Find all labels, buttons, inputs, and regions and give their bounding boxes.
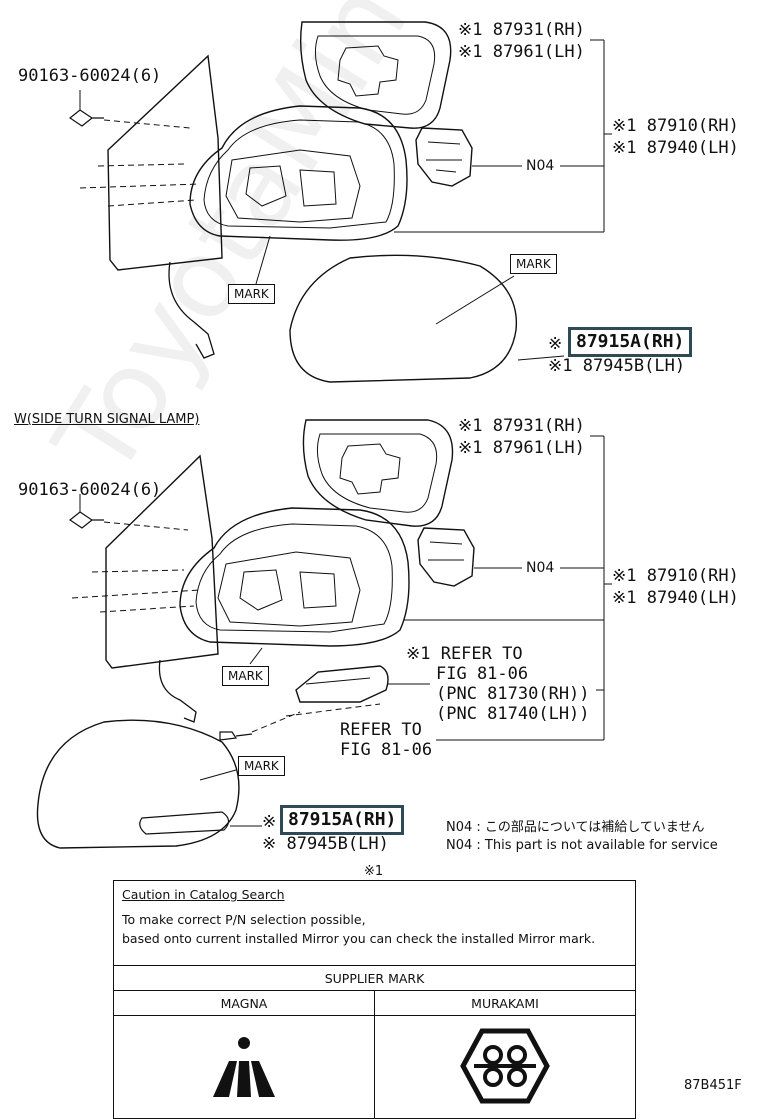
table-marker: ※1 bbox=[364, 864, 384, 879]
mirror-glass-top bbox=[299, 21, 452, 129]
harness-bottom bbox=[158, 659, 197, 723]
figure-code: 87B451F bbox=[684, 1078, 742, 1093]
n04-note-japanese: N04 : この部品については補給していません bbox=[446, 820, 705, 835]
supplier-col-murakami: MURAKAMI bbox=[374, 990, 636, 1016]
assy-rh-label-top: ※1 87910(RH) bbox=[612, 116, 739, 136]
cover-rh-highlight-top[interactable]: 87915A(RH) bbox=[568, 327, 693, 357]
section-heading-side-turn: W(SIDE TURN SIGNAL LAMP) bbox=[14, 412, 200, 427]
harness-top bbox=[168, 261, 215, 359]
mark-label-cover-bottom: MARK bbox=[238, 756, 285, 776]
caution-title: Caution in Catalog Search bbox=[122, 887, 285, 902]
mark-label-cover-top: MARK bbox=[510, 254, 557, 274]
murakami-logo-icon bbox=[460, 1028, 550, 1103]
cover-prefix-top: ※ bbox=[548, 334, 563, 354]
cover-lh-label-bottom: ※ 87945B(LH) bbox=[262, 834, 389, 854]
caution-line-2: based onto current installed Mirror you … bbox=[122, 931, 596, 946]
cover-bottom bbox=[36, 719, 240, 849]
motor-top bbox=[415, 127, 473, 187]
mark-label-base-top: MARK bbox=[228, 284, 275, 304]
cover-rh-highlight-bottom[interactable]: 87915A(RH) bbox=[280, 805, 405, 835]
assy-lh-label-bottom: ※1 87940(LH) bbox=[612, 588, 739, 608]
assy-lh-label-top: ※1 87940(LH) bbox=[612, 138, 739, 158]
bolt-bottom bbox=[68, 511, 104, 529]
screw-refer-line2: FIG 81-06 bbox=[340, 740, 433, 760]
mirror-glass-bottom bbox=[302, 419, 454, 527]
screw-bottom bbox=[219, 731, 253, 741]
housing-top bbox=[189, 105, 408, 241]
bolt-top bbox=[68, 109, 104, 127]
cover-top bbox=[289, 254, 518, 383]
n04-label-top: N04 bbox=[526, 158, 555, 174]
caution-line-1: To make correct P/N selection possible, bbox=[122, 912, 366, 927]
magna-logo-cell bbox=[113, 1015, 375, 1119]
caution-table: Caution in Catalog Search To make correc… bbox=[113, 880, 636, 1119]
n04-note-english: N04 : This part is not available for ser… bbox=[446, 838, 718, 853]
supplier-col-magna: MAGNA bbox=[113, 990, 375, 1016]
cover-lh-label-top: ※1 87945B(LH) bbox=[548, 356, 686, 376]
base-plate-top bbox=[107, 54, 223, 271]
assy-rh-label-bottom: ※1 87910(RH) bbox=[612, 566, 739, 586]
lamp-refer-line4: (PNC 81740(LH)) bbox=[436, 704, 590, 724]
glass-lh-label-top: ※1 87961(LH) bbox=[458, 42, 585, 62]
base-plate-bottom bbox=[105, 454, 219, 669]
bolt-part-number-bottom: 90163-60024(6) bbox=[18, 480, 162, 500]
lamp-refer-line2: FIG 81-06 bbox=[436, 664, 529, 684]
supplier-mark-header: SUPPLIER MARK bbox=[113, 965, 636, 991]
murakami-logo-cell bbox=[374, 1015, 636, 1119]
bolt-part-number-top: 90163-60024(6) bbox=[18, 66, 162, 86]
screw-refer-line1: REFER TO bbox=[340, 720, 422, 740]
turn-signal-lamp bbox=[295, 665, 389, 703]
glass-lh-label-bottom: ※1 87961(LH) bbox=[458, 438, 585, 458]
magna-logo-icon bbox=[213, 1036, 275, 1097]
lamp-refer-line1: ※1 REFER TO bbox=[406, 644, 523, 664]
motor-bottom bbox=[417, 527, 475, 587]
glass-rh-label-top: ※1 87931(RH) bbox=[458, 20, 585, 40]
housing-bottom bbox=[179, 507, 410, 647]
glass-rh-label-bottom: ※1 87931(RH) bbox=[458, 416, 585, 436]
mark-label-base-bottom: MARK bbox=[222, 666, 269, 686]
lamp-refer-line3: (PNC 81730(RH)) bbox=[436, 684, 590, 704]
n04-label-bottom: N04 bbox=[526, 560, 555, 576]
cover-prefix-bottom: ※ bbox=[262, 812, 277, 832]
